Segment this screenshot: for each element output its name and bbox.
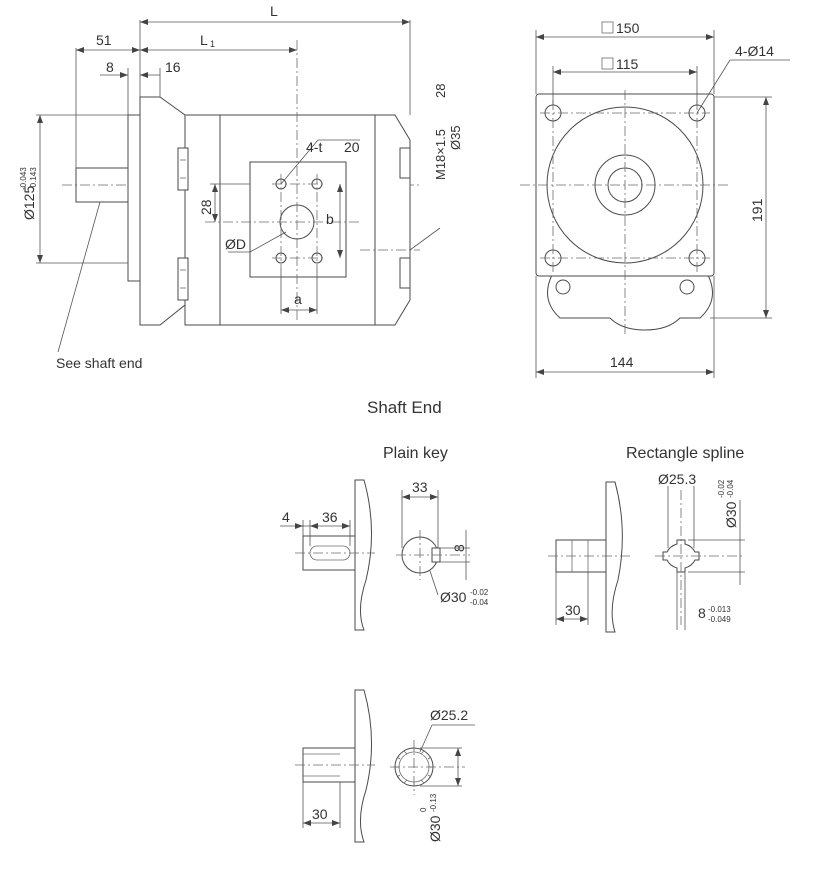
plain-key-label: Plain key [383, 445, 448, 462]
rs-dim-dia30-lower: -0.04 [726, 479, 735, 498]
rs-dim-8: 8 [698, 605, 706, 621]
front-bolt-br [679, 279, 695, 295]
dim-m18-28: 28 [433, 84, 448, 98]
rs-dim-8-upper: -0.013 [708, 605, 731, 614]
dim-m18: M18×1.5 [433, 129, 448, 180]
dim-L: L [270, 3, 278, 19]
rs-flange [605, 481, 623, 633]
dim-dia125-upper: -0.043 [19, 167, 28, 190]
rs-dim-dia25-3: Ø25.3 [658, 471, 696, 487]
side-view: L 51 L 1 8 16 Ø125 -0.043 -0.143 4-t 20 … [19, 3, 463, 371]
rs-dim-dia30: Ø30 [723, 501, 739, 528]
pk-dim-dia30: Ø30 [440, 589, 467, 605]
dim-8: 8 [106, 59, 114, 75]
shaft-end-title: Shaft End [367, 398, 442, 417]
dim-dia35: Ø35 [448, 125, 463, 150]
is-dim-dia30: Ø30 [427, 815, 443, 842]
dim-dia125-lower: -0.143 [29, 167, 38, 190]
dim-144: 144 [610, 354, 634, 370]
pk-flange [354, 479, 373, 631]
pk-dim-36: 36 [322, 509, 338, 525]
is-flange [354, 689, 373, 843]
involute-spline-detail: 30 Ø25.2 Ø30 0 -0.13 [295, 689, 475, 843]
dim-sq115: 115 [616, 56, 639, 72]
pk-dim-33: 33 [412, 479, 428, 495]
side-rear-cover [374, 114, 411, 326]
dim-191: 191 [749, 198, 765, 222]
is-dim-dia30-upper: 0 [419, 807, 428, 812]
rect-spline-detail: Rectangle spline 30 Ø25.3 Ø30 -0.02 -0.0… [548, 445, 745, 633]
dim-16: 16 [165, 59, 181, 75]
side-bolt-bottom-left [177, 257, 189, 301]
is-dim-dia30-lower: -0.13 [429, 793, 438, 812]
pk-shaft [302, 535, 356, 571]
side-bolt-top-right [399, 147, 411, 179]
dim-a: a [294, 291, 302, 307]
rs-dim-dia30-upper: -0.02 [717, 479, 726, 498]
rs-label: Rectangle spline [626, 445, 744, 462]
dim-4t: 4-t [306, 139, 322, 155]
front-bolt-bl [555, 279, 571, 295]
side-bolt-top-left [177, 147, 189, 191]
pk-dim-dia30-upper: -0.02 [470, 588, 489, 597]
rs-dim-8-lower: -0.049 [708, 615, 731, 624]
dim-dia125: Ø125 [21, 186, 37, 220]
dim-holes: 4-Ø14 [735, 43, 774, 59]
side-flange-plate [127, 114, 141, 282]
is-dim-30: 30 [312, 806, 328, 822]
dim-51: 51 [96, 32, 112, 48]
dim-D: ØD [225, 236, 246, 252]
rs-dim-30: 30 [565, 602, 581, 618]
see-shaft-end: See shaft end [56, 355, 142, 371]
dim-sq150: 150 [616, 20, 640, 36]
dim-L1: L [200, 32, 208, 48]
is-shaft [302, 747, 356, 783]
dim-L1-sub: 1 [210, 39, 215, 49]
front-view: 150 115 4-Ø14 191 144 [520, 20, 790, 378]
is-dim-dia25-2: Ø25.2 [430, 707, 468, 723]
pk-dim-dia30-lower: -0.04 [470, 598, 489, 607]
pk-dim-4: 4 [282, 509, 290, 525]
side-bolt-bottom-right [399, 257, 411, 289]
dim-b: b [326, 211, 334, 227]
pk-dim-8: 8 [451, 544, 467, 552]
plain-key-detail: Plain key 4 36 33 8 Ø30 -0.02 [280, 445, 489, 631]
dim-28-port: 28 [198, 199, 214, 215]
front-lower-body [547, 274, 713, 331]
dim-20: 20 [344, 139, 360, 155]
